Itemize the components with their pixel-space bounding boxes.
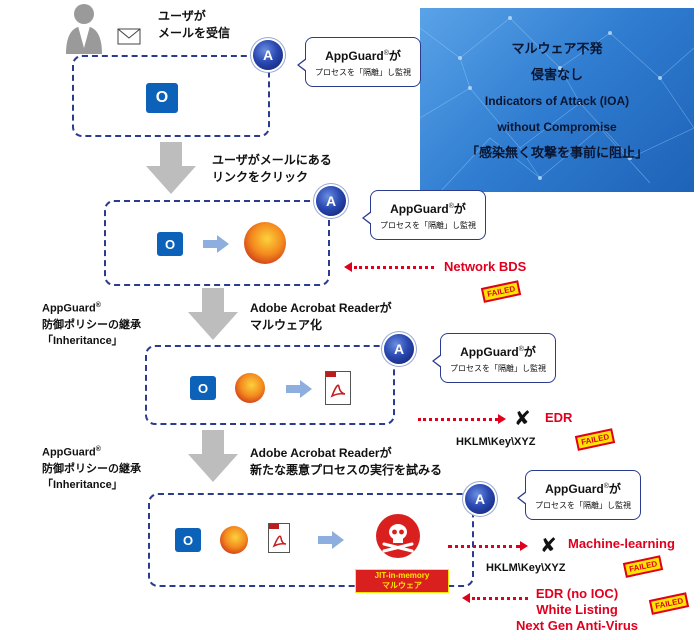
red-dashed-line [354,266,434,269]
user-icon [66,4,102,54]
callout-title: AppGuard [390,201,449,216]
step3-process-box [145,345,395,425]
pdf-icon [325,371,351,405]
reg-mark: ® [603,482,609,490]
callout-title-suffix: が [608,481,621,496]
inheritance-policy: 防御ポリシーの継承 [42,318,141,331]
red-arrow-left-icon [462,593,470,603]
ioa-banner: マルウェア不発 侵害なし Indicators of Attack (IOA) … [420,8,694,192]
firefox-icon [220,526,248,554]
firefox-icon [235,373,265,403]
banner-line-5: 「感染無く攻撃を事前に阻止」 [465,145,648,160]
inheritance-policy: 防御ポリシーの継承 [42,462,141,475]
inheritance-term: 「Inheritance」 [42,334,123,347]
jit-malware-label: JIT-in-memory マルウェア [355,569,449,593]
step2-line1: ユーザがメールにある [212,153,332,167]
inheritance-term: 「Inheritance」 [42,478,123,491]
jit-line1: JIT-in-memory [374,571,430,580]
failed-stamp: FAILED [480,280,522,303]
step1-line2: メールを受信 [158,26,231,40]
red-arrow-right-icon [498,414,506,424]
callout-title: AppGuard [460,344,519,359]
pdf-icon [268,523,290,553]
callout-title: AppGuard [545,481,604,496]
cross-mark-icon: ✘ [514,408,531,430]
edr-label: EDR [545,410,573,425]
callout-title-suffix: が [388,48,401,63]
appguard-callout-2: AppGuard®が プロセスを「隔離」し監視 [362,190,486,240]
machine-learning-label: Machine-learning [568,536,675,551]
registry-key-1: HKLM\Key\XYZ [456,436,536,448]
step3-line1: Adobe Acrobat Readerが [250,301,392,315]
step1-line1: ユーザが [158,9,206,23]
appguard-badge-icon: A [384,334,414,364]
inheritance-appguard: AppGuard [42,302,96,315]
arrow-right-icon [286,380,312,398]
callout-subtitle: プロセスを「隔離」し監視 [380,220,476,230]
network-pattern [420,16,694,192]
down-arrow-icon [188,430,238,482]
step2-line2: リンクをクリック [212,170,309,184]
registry-key-2: HKLM\Key\XYZ [486,562,566,574]
banner-line-3: Indicators of Attack (IOA) [484,94,630,108]
down-arrow-icon [146,142,196,194]
appguard-badge-icon: A [316,186,346,216]
failed-stamp: FAILED [648,592,690,615]
outlook-icon: O [175,528,201,552]
reg-mark: ® [95,302,101,309]
cross-mark-icon: ✘ [540,535,557,557]
outlook-icon: O [190,376,216,400]
outlook-icon: O [146,83,178,113]
reg-mark: ® [383,49,389,57]
reg-mark: ® [518,345,524,353]
callout-subtitle: プロセスを「隔離」し監視 [450,363,546,373]
callout-title-suffix: が [523,344,536,359]
callout-subtitle: プロセスを「隔離」し監視 [535,500,631,510]
appguard-callout-4: AppGuard®が プロセスを「隔離」し監視 [517,470,641,520]
next-gen-av-label: Next Gen Anti-Virus [515,618,639,633]
red-dashed-line [448,545,520,548]
firefox-icon [244,222,286,264]
banner-line-1: マルウェア不発 [511,41,603,56]
arrow-right-icon [318,531,344,549]
reg-mark: ® [95,446,101,453]
skull-icon [376,514,420,558]
red-arrow-right-icon [520,541,528,551]
callout-title-suffix: が [453,201,466,216]
edr-no-ioc-label: EDR (no IOC) [535,586,619,601]
failed-stamp: FAILED [622,555,664,578]
failed-stamp: FAILED [574,428,616,451]
appguard-badge-icon: A [465,484,495,514]
step2-process-box [104,200,330,286]
appguard-badge-icon: A [253,40,283,70]
inheritance-appguard: AppGuard [42,446,96,459]
network-bds-label: Network BDS [444,259,527,274]
reg-mark: ® [448,202,454,210]
outlook-icon: O [157,232,183,256]
jit-line2: マルウェア [382,581,422,590]
appguard-callout-3: AppGuard®が プロセスを「隔離」し監視 [432,333,556,383]
banner-line-2: 侵害なし [530,67,583,82]
red-dashed-line [472,597,528,600]
appguard-callout-1: AppGuard®が プロセスを「隔離」し監視 [297,37,421,87]
step4-line1: Adobe Acrobat Readerが [250,446,392,460]
red-dashed-line [418,418,498,421]
callout-subtitle: プロセスを「隔離」し監視 [315,67,411,77]
down-arrow-icon [188,288,238,340]
step3-line2: マルウェア化 [250,318,323,332]
callout-title: AppGuard [325,48,384,63]
white-listing-label: White Listing [536,602,618,617]
banner-line-4: without Compromise [497,120,617,134]
step4-line2: 新たな悪意プロセスの実行を試みる [250,463,443,477]
envelope-icon [117,28,141,45]
red-arrow-left-icon [344,262,352,272]
step4-process-box [148,493,474,587]
arrow-right-icon [203,235,229,253]
step1-process-box [72,55,270,137]
